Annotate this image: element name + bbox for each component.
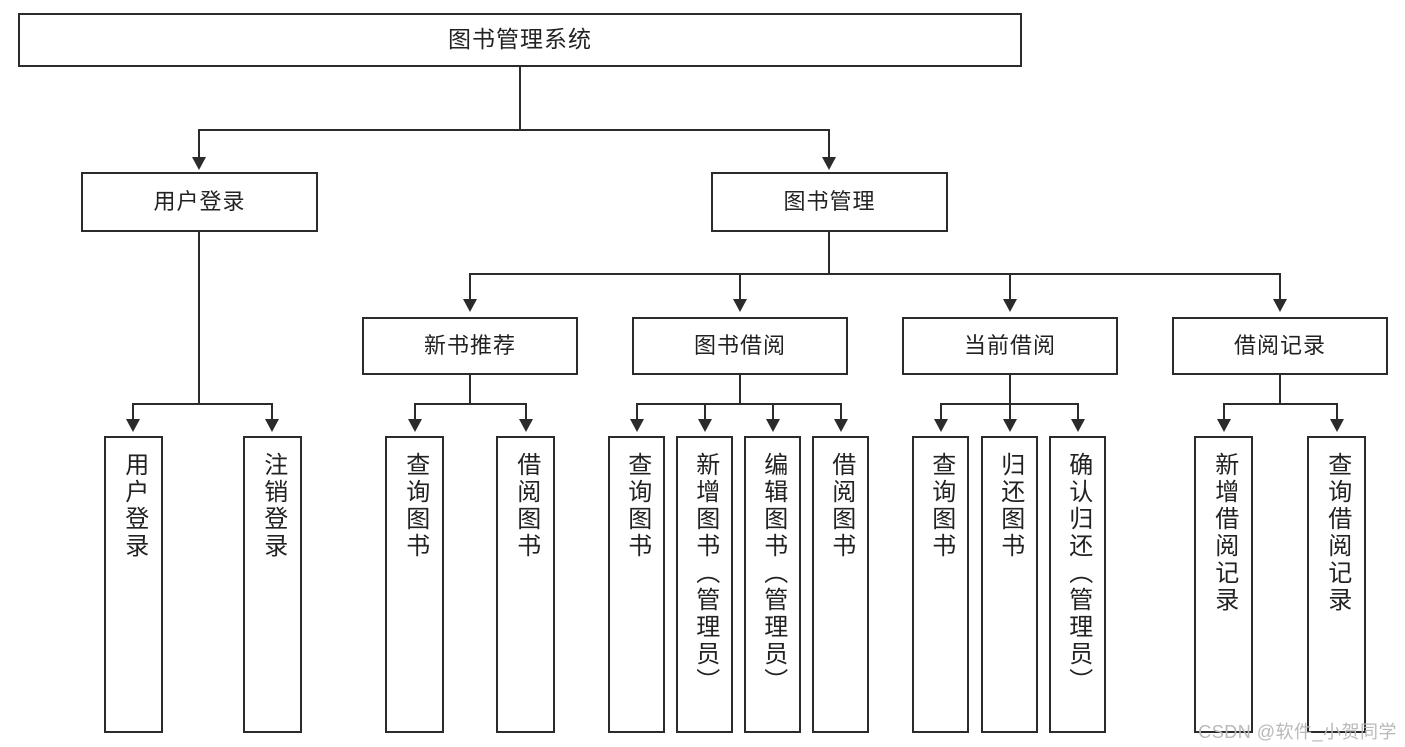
connector-new-book-stem [469,375,471,404]
connector-borrow-record-bus [1223,403,1337,405]
connector-drop-current-borrow [1009,273,1011,301]
arrowhead-borrow-record [1273,299,1287,312]
connector-current-borrow-drop-1 [940,403,942,421]
node-user-login[interactable]: 用户登录 [81,172,318,232]
leaf-add-borrow-record[interactable]: 新增借阅记录 [1194,436,1253,733]
node-label: 新增借阅记录 [1210,452,1238,614]
arrowhead-leaf-borrow-book-2 [834,419,848,432]
node-label: 借阅记录 [1233,333,1326,359]
node-root-system[interactable]: 图书管理系统 [18,13,1022,67]
arrowhead-leaf-logout [265,419,279,432]
connector-root-to-book-manage [828,129,830,159]
node-label: 图书借阅 [693,333,786,359]
node-label: 查询借阅记录 [1323,452,1351,614]
leaf-confirm-return-admin[interactable]: 确认归还（管理员） [1049,436,1106,733]
leaf-edit-book-admin[interactable]: 编辑图书（管理员） [744,436,801,733]
node-current-borrow[interactable]: 当前借阅 [902,317,1118,375]
node-label: 用户登录 [120,452,148,560]
leaf-add-book-admin[interactable]: 新增图书（管理员） [676,436,733,733]
connector-drop-book-borrow [739,273,741,301]
node-label: 确认归还（管理员） [1064,452,1092,695]
arrowhead-leaf-return-book [1003,419,1017,432]
node-label: 借阅图书 [512,452,540,560]
connector-level3-bus [469,273,1281,275]
leaf-borrow-book-recommend[interactable]: 借阅图书 [496,436,555,733]
arrowhead-leaf-user-login [126,419,140,432]
connector-new-book-bus [414,403,526,405]
node-label: 注销登录 [259,452,287,560]
connector-user-login-bus [132,403,272,405]
connector-root-bus [198,129,830,131]
arrowhead-leaf-query-book-2 [630,419,644,432]
leaf-query-book-current[interactable]: 查询图书 [912,436,969,733]
connector-drop-new-book [469,273,471,301]
arrowhead-leaf-edit-book [766,419,780,432]
node-label: 新增图书（管理员） [691,452,719,695]
connector-new-book-drop-2 [525,403,527,421]
connector-book-borrow-stem [739,375,741,404]
leaf-return-book[interactable]: 归还图书 [981,436,1038,733]
node-label: 图书管理系统 [448,26,592,53]
connector-borrow-record-drop-2 [1336,403,1338,421]
connector-book-borrow-drop-4 [840,403,842,421]
leaf-query-book-borrow[interactable]: 查询图书 [608,436,665,733]
connector-user-login-drop-2 [271,403,273,421]
connector-book-borrow-drop-1 [636,403,638,421]
node-label: 归还图书 [996,452,1024,560]
connector-borrow-record-drop-1 [1223,403,1225,421]
arrowhead-leaf-add-book [698,419,712,432]
connector-book-borrow-drop-3 [772,403,774,421]
connector-root-stem [519,67,521,130]
arrowhead-leaf-borrow-book-1 [519,419,533,432]
connector-borrow-record-stem [1279,375,1281,404]
connector-book-borrow-drop-2 [704,403,706,421]
node-new-book-recommend[interactable]: 新书推荐 [362,317,578,375]
node-label: 编辑图书（管理员） [759,452,787,695]
connector-new-book-drop-1 [414,403,416,421]
arrowhead-new-book-recommend [463,299,477,312]
node-label: 查询图书 [927,452,955,560]
node-label: 当前借阅 [963,333,1056,359]
leaf-query-book-recommend[interactable]: 查询图书 [385,436,444,733]
leaf-user-login[interactable]: 用户登录 [104,436,163,733]
arrowhead-leaf-query-book-3 [934,419,948,432]
node-book-management[interactable]: 图书管理 [711,172,948,232]
arrowhead-leaf-confirm-return [1071,419,1085,432]
connector-current-borrow-drop-3 [1077,403,1079,421]
arrowhead-leaf-query-book-1 [408,419,422,432]
arrowhead-leaf-query-record [1330,419,1344,432]
connector-drop-borrow-record [1279,273,1281,301]
node-label: 查询图书 [401,452,429,560]
arrowhead-leaf-add-record [1217,419,1231,432]
arrowhead-book-borrow [733,299,747,312]
arrowhead-user-login [192,157,206,170]
connector-root-to-user-login [198,129,200,159]
node-label: 新书推荐 [423,333,516,359]
node-book-borrow[interactable]: 图书借阅 [632,317,848,375]
csdn-watermark: CSDN @软件_小贺同学 [1198,722,1397,742]
connector-user-login-stem [198,232,200,404]
connector-current-borrow-drop-2 [1009,403,1011,421]
connector-current-borrow-stem [1009,375,1011,404]
connector-user-login-drop-1 [132,403,134,421]
leaf-logout[interactable]: 注销登录 [243,436,302,733]
node-label: 借阅图书 [827,452,855,560]
node-borrow-record[interactable]: 借阅记录 [1172,317,1388,375]
connector-book-manage-stem [828,232,830,274]
connector-book-borrow-bus [636,403,842,405]
node-label: 图书管理 [783,189,876,215]
node-label: 查询图书 [623,452,651,560]
arrowhead-current-borrow [1003,299,1017,312]
leaf-query-borrow-record[interactable]: 查询借阅记录 [1307,436,1366,733]
arrowhead-book-manage [822,157,836,170]
leaf-borrow-book[interactable]: 借阅图书 [812,436,869,733]
node-label: 用户登录 [153,189,246,215]
